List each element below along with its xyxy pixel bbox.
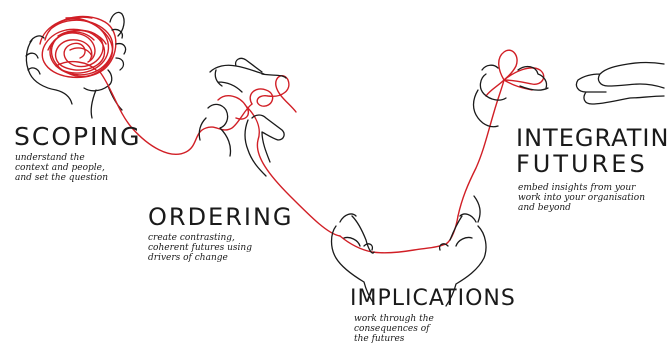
ordering-title: ORDERING [148, 205, 294, 229]
scoping-title: SCOPING [14, 124, 142, 149]
stretched-thread [340, 216, 458, 253]
scoping-description: understand the context and people, and s… [15, 153, 108, 183]
implications-description: work through the consequences of the fut… [354, 314, 434, 344]
ordering-description: create contrasting, coherent futures usi… [148, 233, 252, 263]
tangled-thread-ball [40, 16, 116, 77]
bow-tying-hands [474, 50, 549, 127]
red-bow [486, 50, 544, 96]
upper-hand [210, 58, 286, 92]
left-hand [26, 36, 72, 104]
receiving-hand [576, 63, 664, 105]
integrating-title-line2: FUTURES [516, 152, 648, 176]
implications-title: IMPLICATIONS [350, 288, 516, 310]
integrating-description: embed insights from your work into your … [518, 183, 645, 213]
integrating-title-line1: INTEGRATING [516, 126, 669, 150]
